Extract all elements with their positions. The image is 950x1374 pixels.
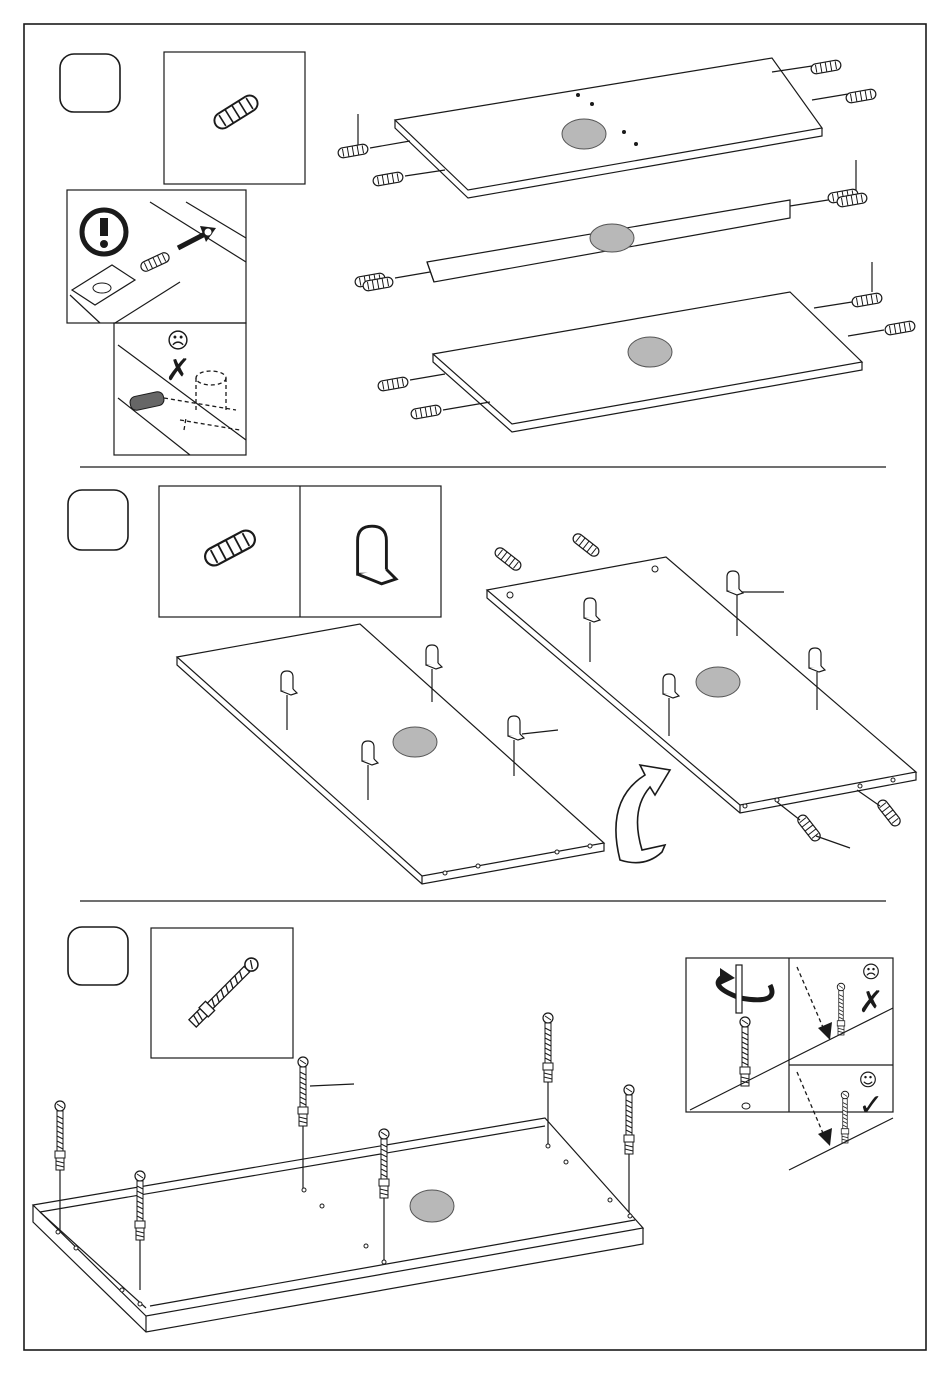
wrong-face-icon: ☹ <box>862 962 881 983</box>
cam-bolt-3 <box>298 1057 308 1126</box>
cam-bolt-2 <box>135 1171 145 1240</box>
dowel-bottom-left-1 <box>377 376 408 391</box>
dowel-edge-2 <box>876 798 902 828</box>
shelf-support-part-icon <box>358 526 396 584</box>
dowel-top-left-1 <box>337 143 368 158</box>
sad-face-icon: ☹ <box>167 329 190 354</box>
dowel-bottom-left-2 <box>410 404 441 419</box>
warning-target-hole <box>204 228 212 236</box>
step-1-number-box <box>60 54 120 112</box>
right-panel-marker <box>696 667 740 697</box>
dowel-bottom-right-1 <box>851 292 882 307</box>
wrong-hole-top <box>196 371 226 385</box>
cam-bolt-1 <box>55 1101 65 1170</box>
step-1: ☹ ✗ <box>60 52 916 455</box>
dowel-top-2 <box>571 532 601 558</box>
right-mark-icon: ✓ <box>858 1088 883 1123</box>
top-panel-marker <box>562 119 606 149</box>
right-direction-arrow <box>797 1072 825 1138</box>
wrong-dowel-icon <box>129 391 165 412</box>
middle-rail-marker <box>590 224 634 252</box>
shelf-support-6 <box>727 571 743 595</box>
warning-icon <box>82 210 126 254</box>
wrong-bolt-icon <box>837 983 845 1035</box>
cam-bolt-6 <box>624 1085 634 1154</box>
tighten-bolt-icon <box>740 1017 750 1086</box>
flip-arrow-icon <box>616 765 670 863</box>
cam-bolt-4 <box>379 1129 389 1198</box>
dowel-top-left-2 <box>372 171 403 186</box>
step-2-number-box <box>68 490 128 550</box>
bottom-panel-marker <box>628 337 672 367</box>
wrong-direction-arrow <box>797 967 825 1032</box>
left-panel-marker <box>393 727 437 757</box>
cam-bolt-5 <box>543 1013 553 1082</box>
cam-bolt-part-icon <box>188 955 261 1028</box>
shelf-support-4 <box>508 716 524 740</box>
insert-arrow-icon <box>178 234 205 248</box>
dowel-top-right-1 <box>810 59 841 74</box>
dowel-top-right-2 <box>845 88 876 103</box>
step-3: ☹ ✗ ☺ ✓ <box>33 927 893 1332</box>
dowel-top-1 <box>493 546 523 572</box>
shelf-support-8 <box>809 648 825 672</box>
frame-marker <box>410 1190 454 1222</box>
top-panel <box>395 58 822 190</box>
warning-board-hole <box>93 283 111 293</box>
step-2 <box>68 486 916 884</box>
dowel-edge-1 <box>796 813 822 843</box>
screwdriver-icon <box>736 965 742 1013</box>
shelf-support-2 <box>426 645 442 669</box>
right-bolt-icon <box>841 1091 849 1143</box>
dowel-part-icon-2 <box>202 527 258 568</box>
warning-dowel-icon <box>139 251 170 273</box>
dowel-part-icon <box>211 92 260 131</box>
dowel-bottom-right-2 <box>884 320 915 335</box>
bottom-frame-panel <box>33 1118 643 1316</box>
left-panel <box>177 624 604 876</box>
step-3-number-box <box>68 927 128 985</box>
